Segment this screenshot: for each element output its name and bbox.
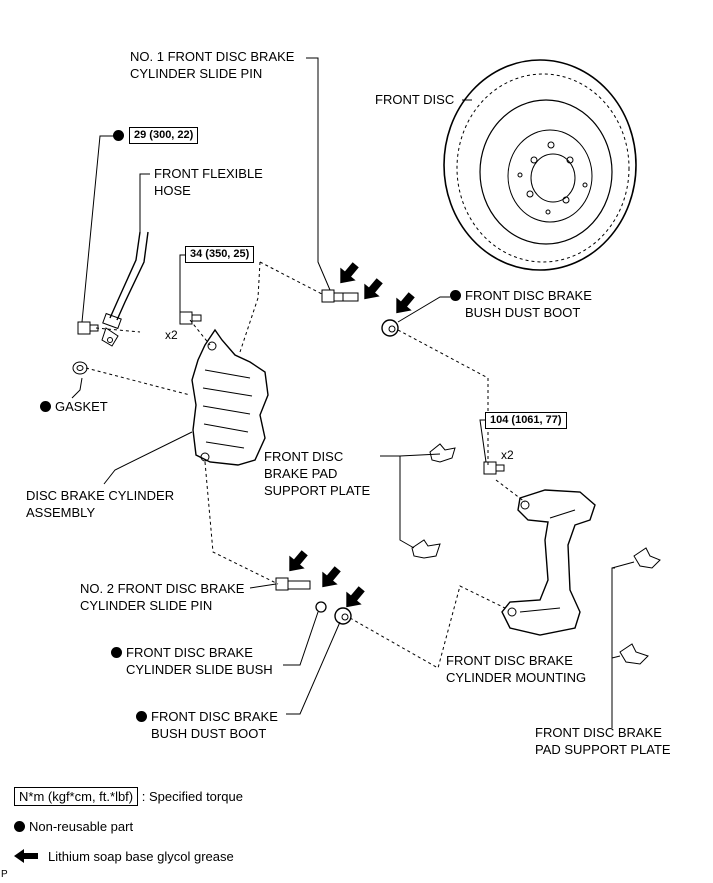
grease-arrow-icon (14, 849, 38, 863)
nonreusable-bullet-icon (111, 647, 122, 658)
label-slide-pin-2-line2: CYLINDER SLIDE PIN (80, 598, 213, 613)
label-gasket-text: GASKET (55, 399, 108, 414)
label-bush-dust-boot-top-line1: FRONT DISC BRAKE (450, 287, 592, 304)
front-disc-illustration (443, 59, 637, 271)
corner-mark: P (1, 869, 8, 880)
nonreusable-bullet-icon (450, 290, 461, 301)
grease-arrows (289, 262, 415, 608)
label-pad-support-plate-right-line1: FRONT DISC BRAKE (535, 725, 662, 740)
legend-grease-text: Lithium soap base glycol grease (48, 849, 234, 864)
label-bush-dust-boot-top: FRONT DISC BRAKE BUSH DUST BOOT (450, 287, 592, 321)
cylinder-assembly-illustration (191, 328, 269, 466)
slide-bush-illustration (315, 601, 327, 613)
label-cylinder-mounting-line2: CYLINDER MOUNTING (446, 670, 587, 685)
label-pad-support-plate-left: FRONT DISC BRAKE PAD SUPPORT PLATE (264, 448, 370, 499)
label-flexible-hose: FRONT FLEXIBLE HOSE (154, 165, 263, 199)
label-slide-pin-2-line1: NO. 2 FRONT DISC BRAKE (80, 581, 245, 596)
label-slide-pin-2: NO. 2 FRONT DISC BRAKE CYLINDER SLIDE PI… (80, 580, 244, 614)
qty-bolt-34: x2 (165, 328, 178, 342)
label-slide-bush: FRONT DISC BRAKE CYLINDER SLIDE BUSH (111, 644, 273, 678)
label-bush-dust-boot-top-line2: BUSH DUST BOOT (465, 305, 581, 320)
cylinder-mounting-illustration (501, 489, 596, 636)
label-cylinder-assembly: DISC BRAKE CYLINDER ASSEMBLY (26, 487, 174, 521)
label-bush-dust-boot-bottom-line1: FRONT DISC BRAKE (136, 708, 278, 725)
nonreusable-bullet-icon (40, 401, 51, 412)
label-cylinder-assembly-line2: ASSEMBLY (26, 505, 96, 520)
qty-bolt-104: x2 (501, 448, 514, 462)
label-cylinder-mounting: FRONT DISC BRAKE CYLINDER MOUNTING (446, 652, 586, 686)
legend-torque-box: N*m (kgf*cm, ft.*lbf) (14, 787, 139, 806)
torque-34-box: 34 (350, 25) (185, 246, 255, 263)
label-pad-support-plate-left-line2: BRAKE PAD (264, 466, 338, 481)
label-slide-pin-1: NO. 1 FRONT DISC BRAKE CYLINDER SLIDE PI… (130, 48, 294, 82)
label-cylinder-assembly-line1: DISC BRAKE CYLINDER (26, 488, 175, 503)
legend-torque-text: : Specified torque (141, 789, 243, 804)
label-bush-dust-boot-top-text1: FRONT DISC BRAKE (465, 288, 592, 303)
legend-nonreusable-text: Non-reusable part (29, 819, 134, 834)
label-pad-support-plate-right: FRONT DISC BRAKE PAD SUPPORT PLATE (535, 724, 671, 758)
slide-pin-1-illustration (321, 289, 359, 303)
leader-lines (71, 57, 635, 728)
torque-104-box: 104 (1061, 77) (485, 412, 567, 429)
bolt-34-illustration (179, 311, 202, 325)
label-pad-support-plate-left-line1: FRONT DISC (264, 449, 344, 464)
label-front-disc: FRONT DISC (375, 92, 455, 107)
label-slide-bush-line1: FRONT DISC BRAKE (111, 644, 273, 661)
legend-grease: Lithium soap base glycol grease (14, 849, 234, 864)
label-flexible-hose-line2: HOSE (154, 183, 191, 198)
label-pad-support-plate-left-line3: SUPPORT PLATE (264, 483, 371, 498)
bush-dust-boot-top-illustration (381, 319, 399, 337)
label-slide-bush-line2: CYLINDER SLIDE BUSH (126, 662, 273, 677)
label-slide-pin-1-line1: NO. 1 FRONT DISC BRAKE (130, 49, 295, 64)
union-bolt-illustration (72, 321, 99, 375)
nonreusable-bullet-icon (14, 821, 25, 832)
label-slide-pin-1-line2: CYLINDER SLIDE PIN (130, 66, 263, 81)
label-bush-dust-boot-bottom-text1: FRONT DISC BRAKE (151, 709, 278, 724)
label-bush-dust-boot-bottom: FRONT DISC BRAKE BUSH DUST BOOT (136, 708, 278, 742)
nonreusable-bullet-icon (113, 130, 124, 141)
label-slide-bush-text1: FRONT DISC BRAKE (126, 645, 253, 660)
legend-torque: N*m (kgf*cm, ft.*lbf) : Specified torque (14, 787, 243, 806)
flexible-hose-illustration (101, 231, 149, 347)
legend-nonreusable: Non-reusable part (14, 819, 133, 834)
bolt-104-illustration (483, 461, 505, 475)
label-gasket: GASKET (40, 398, 108, 415)
label-bush-dust-boot-bottom-line2: BUSH DUST BOOT (151, 726, 267, 741)
torque-29-box: 29 (300, 22) (129, 127, 199, 144)
pad-support-plate-left-illustration (411, 443, 456, 559)
nonreusable-bullet-icon (136, 711, 147, 722)
label-cylinder-mounting-line1: FRONT DISC BRAKE (446, 653, 573, 668)
bush-dust-boot-bottom-illustration (334, 607, 352, 625)
label-flexible-hose-line1: FRONT FLEXIBLE (154, 166, 263, 181)
alignment-dashed-lines (85, 261, 526, 669)
slide-pin-2-illustration (275, 577, 311, 591)
label-pad-support-plate-right-line2: PAD SUPPORT PLATE (535, 742, 671, 757)
pad-support-plate-right-illustration (619, 547, 661, 665)
